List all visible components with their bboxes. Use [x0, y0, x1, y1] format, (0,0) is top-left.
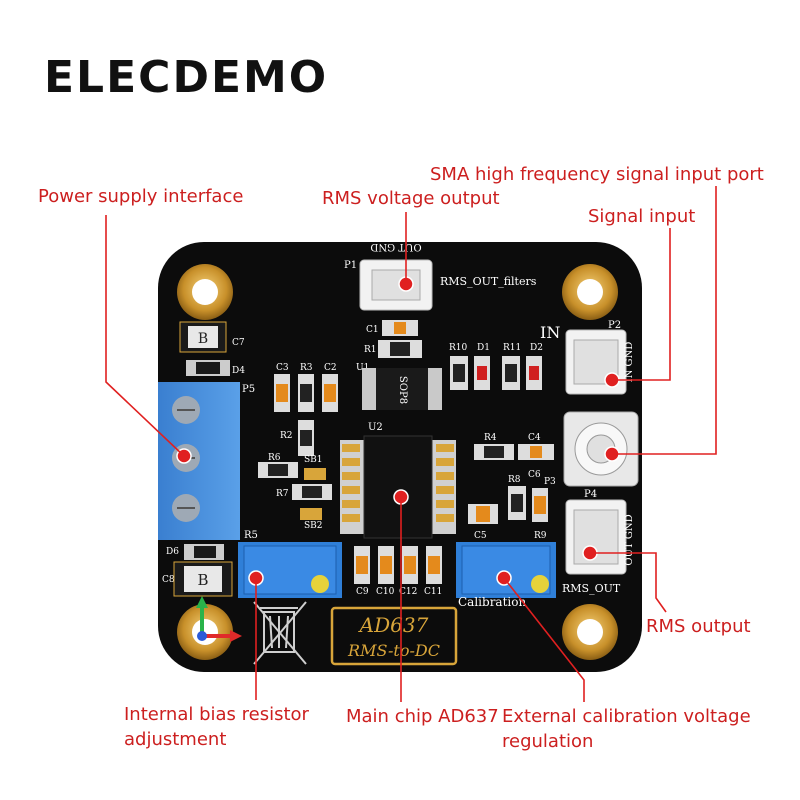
- in-gnd-label: IN GND: [624, 342, 635, 383]
- board-title-line2: RMS-to-DC: [347, 641, 440, 660]
- r11-label: R11: [503, 343, 521, 353]
- p5-label: P5: [242, 384, 255, 395]
- out-gnd-label: OUT GND: [624, 514, 635, 565]
- rms-out-label: RMS_OUT: [562, 582, 621, 595]
- callout-internal-bias-line2: adjustment: [124, 729, 227, 750]
- c7-label: C7: [232, 338, 245, 348]
- r9-label: R9: [534, 531, 547, 541]
- r6-label: R6: [268, 453, 281, 463]
- c7-b-label: B: [198, 331, 208, 347]
- p1-gnd-label: OUT GND: [370, 241, 421, 252]
- d1-label: D1: [477, 343, 490, 353]
- p3-label: P3: [544, 477, 556, 487]
- board-title-line1: AD637: [358, 613, 429, 637]
- line-rms-output: [590, 552, 667, 613]
- mounting-hole-top-left: [177, 264, 233, 320]
- c6-label: C6: [528, 470, 541, 480]
- c8-b-label: B: [197, 571, 208, 589]
- r1-label: R1: [364, 345, 377, 355]
- p4-connector: [565, 499, 627, 575]
- mounting-hole-top-right: [562, 264, 618, 320]
- c3-label: C3: [276, 363, 289, 373]
- r5-label: R5: [244, 530, 258, 541]
- r2-label: R2: [280, 431, 293, 441]
- r5-potentiometer: [238, 542, 342, 598]
- line-signal-input: [612, 228, 671, 381]
- sma-port: [563, 411, 639, 487]
- p5-power-terminal: [158, 382, 240, 540]
- sop8-label: SOP8: [397, 376, 408, 404]
- rms-out-filters-label: RMS_OUT_filters: [440, 275, 537, 288]
- c9-label: C9: [356, 587, 369, 597]
- callout-signal-input: Signal input: [588, 206, 696, 227]
- c8-label: C8: [162, 575, 175, 585]
- sb1-label: SB1: [304, 455, 323, 465]
- c4-label: C4: [528, 433, 541, 443]
- c10-label: C10: [376, 587, 395, 597]
- c1-label: C1: [366, 325, 379, 335]
- callout-external-cal-line1: External calibration voltage: [502, 706, 751, 727]
- d2-label: D2: [530, 343, 543, 353]
- callout-rms-output: RMS output: [646, 616, 751, 637]
- r7-label: R7: [276, 489, 289, 499]
- sop8-chip: [362, 368, 442, 410]
- mounting-hole-bottom-right: [562, 604, 618, 660]
- r4-label: R4: [484, 433, 497, 443]
- calibration-label: Calibration: [458, 595, 526, 609]
- callout-internal-bias-line1: Internal bias resistor: [124, 704, 309, 725]
- d4-label: D4: [232, 366, 245, 376]
- c12-label: C12: [399, 587, 417, 597]
- callout-external-cal-line2: regulation: [502, 731, 594, 752]
- board-title-box: [330, 606, 458, 666]
- sb2-label: SB2: [304, 521, 323, 531]
- callout-rms-voltage-output: RMS voltage output: [322, 188, 500, 209]
- r8-label: R8: [508, 475, 521, 485]
- c11-label: C11: [424, 587, 442, 597]
- r10-label: R10: [449, 343, 468, 353]
- callout-main-chip: Main chip AD637: [346, 706, 499, 727]
- weee-bin-icon: [253, 601, 307, 665]
- line-sma: [612, 186, 717, 455]
- p4-label: P4: [584, 489, 597, 500]
- p1-label: P1: [344, 260, 357, 271]
- d6-label: D6: [166, 547, 179, 557]
- in-label: IN: [540, 323, 560, 342]
- r3-label: R3: [300, 363, 313, 373]
- line-power: [105, 215, 185, 457]
- brand-title: ELECDEMO: [44, 52, 329, 103]
- u2-label: U2: [368, 422, 383, 433]
- p2-label: P2: [608, 320, 621, 331]
- axis-marker-icon: [196, 596, 242, 642]
- c2-label: C2: [324, 363, 337, 373]
- ad637-main-chip: [340, 435, 456, 539]
- calibration-potentiometer: [456, 542, 556, 598]
- c5-label: C5: [474, 531, 487, 541]
- callout-sma-port: SMA high frequency signal input port: [430, 164, 764, 185]
- callout-power-supply: Power supply interface: [38, 186, 244, 207]
- line-calibration: [503, 577, 585, 702]
- p1-connector: [359, 259, 433, 311]
